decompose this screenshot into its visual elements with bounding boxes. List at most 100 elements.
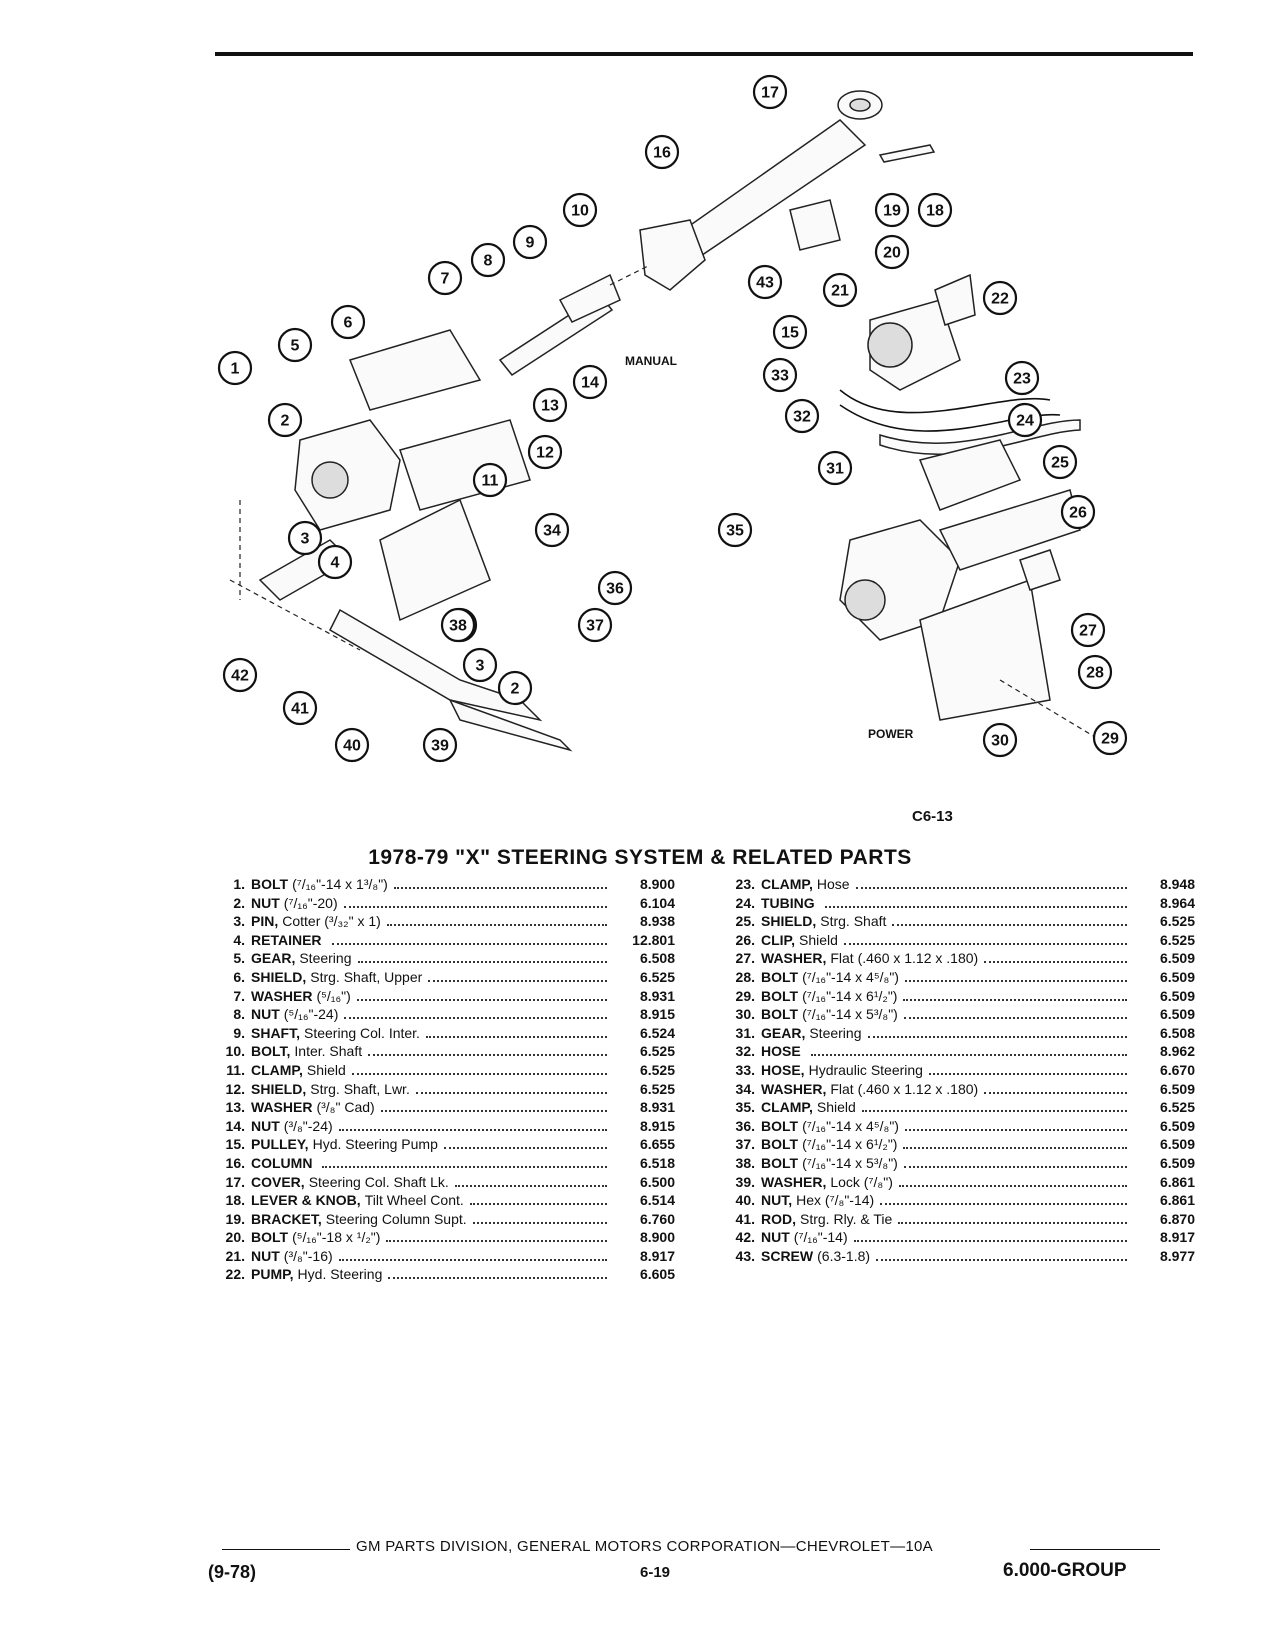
item-description: (⁷/₁₆"-14) bbox=[793, 1229, 848, 1246]
callout-21: 21 bbox=[822, 272, 858, 308]
parts-list-item: 17.COVER,Steering Col. Shaft Lk.6.500 bbox=[205, 1174, 675, 1193]
dot-leader bbox=[351, 1072, 607, 1075]
item-number: 7. bbox=[233, 987, 245, 1004]
item-number: 25. bbox=[735, 913, 755, 930]
dot-leader bbox=[428, 979, 607, 982]
item-number: 31. bbox=[735, 1024, 755, 1041]
item-group-code: 6.525 bbox=[1159, 1099, 1195, 1116]
item-group-code: 6.509 bbox=[1159, 950, 1195, 967]
dot-leader bbox=[338, 1128, 607, 1131]
dot-leader bbox=[855, 887, 1127, 889]
callout-number: 33 bbox=[771, 368, 789, 385]
item-number: 42. bbox=[735, 1229, 755, 1246]
callout-number: 11 bbox=[482, 473, 499, 490]
item-group-code: 8.931 bbox=[639, 1099, 675, 1116]
callout-12: 12 bbox=[527, 434, 563, 470]
item-group-code: 6.509 bbox=[1159, 1006, 1195, 1023]
item-number: 21. bbox=[225, 1247, 245, 1264]
callout-17: 17 bbox=[752, 74, 788, 110]
item-number: 26. bbox=[735, 931, 755, 948]
dot-leader bbox=[386, 924, 607, 927]
callout-number: 27 bbox=[1079, 623, 1097, 640]
item-group-code: 6.861 bbox=[1159, 1192, 1195, 1209]
parts-list-item: 13.WASHER(³/₈" Cad)8.931 bbox=[205, 1099, 675, 1118]
callout-number: 5 bbox=[291, 338, 300, 355]
parts-list-item: 21.NUT(³/₈"-16)8.917 bbox=[205, 1248, 675, 1267]
callout-number: 7 bbox=[441, 271, 450, 288]
callout-3: 3 bbox=[287, 520, 323, 556]
item-number: 35. bbox=[735, 1099, 755, 1116]
callout-23: 23 bbox=[1004, 360, 1040, 396]
callout-4: 4 bbox=[317, 544, 353, 580]
item-description: (³/₈"-24) bbox=[283, 1117, 333, 1134]
callout-number: 20 bbox=[883, 245, 901, 262]
item-number: 43. bbox=[735, 1247, 755, 1264]
callout-9: 9 bbox=[512, 224, 548, 260]
item-name: NUT bbox=[251, 1117, 280, 1134]
item-name: RETAINER bbox=[251, 931, 322, 948]
dot-leader bbox=[443, 1147, 607, 1150]
item-group-code: 6.500 bbox=[639, 1173, 675, 1190]
dot-leader bbox=[898, 1221, 1127, 1224]
callout-number: 40 bbox=[343, 738, 361, 755]
item-group-code: 8.915 bbox=[639, 1006, 675, 1023]
parts-list-item: 20.BOLT(⁵/₁₆"-18 x ¹/₂")8.900 bbox=[205, 1229, 675, 1248]
dot-leader bbox=[344, 1017, 607, 1020]
item-group-code: 8.917 bbox=[1159, 1229, 1195, 1246]
item-name: GEAR, bbox=[251, 950, 296, 967]
item-number: 9. bbox=[233, 1024, 245, 1041]
callout-number: 4 bbox=[331, 555, 340, 572]
dot-leader bbox=[322, 1165, 607, 1168]
item-number: 22. bbox=[225, 1266, 245, 1283]
dot-leader bbox=[331, 942, 607, 945]
parts-list-item: 3.PIN,Cotter (³/₃₂" x 1)8.938 bbox=[205, 913, 675, 932]
item-number: 10. bbox=[225, 1043, 245, 1060]
callout-13: 13 bbox=[532, 387, 568, 423]
footer-rule-right bbox=[1030, 1549, 1160, 1550]
parts-list-item: 36.BOLT(⁷/₁₆"-14 x 4⁵/₈")6.509 bbox=[715, 1118, 1195, 1137]
callout-32: 32 bbox=[784, 398, 820, 434]
callout-1: 1 bbox=[217, 350, 253, 386]
parts-list-item: 38.BOLT(⁷/₁₆"-14 x 5³/₈")6.509 bbox=[715, 1155, 1195, 1174]
item-group-code: 6.518 bbox=[639, 1154, 675, 1171]
item-description: (³/₈"-16) bbox=[283, 1247, 333, 1264]
item-group-code: 6.525 bbox=[639, 1080, 675, 1097]
callout-number: 43 bbox=[756, 275, 774, 292]
callout-number: 14 bbox=[581, 375, 599, 392]
parts-list-item: 39.WASHER,Lock (⁷/₈")6.861 bbox=[715, 1174, 1195, 1193]
item-group-code: 8.900 bbox=[639, 1229, 675, 1246]
callout-number: 32 bbox=[793, 409, 811, 426]
item-description: Shield bbox=[306, 1061, 346, 1078]
item-name: BOLT bbox=[761, 987, 799, 1004]
item-group-code: 6.104 bbox=[639, 894, 675, 911]
callout-number: 38 bbox=[449, 618, 467, 635]
dot-leader bbox=[368, 1054, 607, 1057]
footer-rule-left bbox=[222, 1549, 350, 1550]
item-group-code: 8.900 bbox=[639, 876, 675, 892]
item-number: 3. bbox=[233, 913, 245, 930]
item-group-code: 6.509 bbox=[1159, 1117, 1195, 1134]
power-pump-illustration bbox=[839, 273, 1081, 456]
item-name: BOLT bbox=[251, 876, 289, 892]
dot-leader bbox=[984, 1091, 1127, 1094]
footer-date: (9-78) bbox=[208, 1562, 257, 1582]
item-description: Steering bbox=[809, 1024, 862, 1041]
item-group-code: 12.801 bbox=[632, 931, 675, 948]
item-group-code: 6.509 bbox=[1159, 1136, 1195, 1153]
callout-16: 16 bbox=[644, 134, 680, 170]
item-number: 20. bbox=[225, 1229, 245, 1246]
callout-40: 40 bbox=[334, 727, 370, 763]
item-description: (⁷/₁₆"-14 x 4⁵/₈") bbox=[802, 968, 899, 985]
item-number: 32. bbox=[735, 1043, 755, 1060]
dot-leader bbox=[357, 961, 607, 964]
dot-leader bbox=[393, 887, 607, 889]
callout-number: 16 bbox=[653, 145, 671, 162]
item-description: (⁷/₁₆"-14 x 6¹/₂") bbox=[802, 1136, 898, 1153]
item-description: Hyd. Steering Pump bbox=[312, 1136, 438, 1153]
